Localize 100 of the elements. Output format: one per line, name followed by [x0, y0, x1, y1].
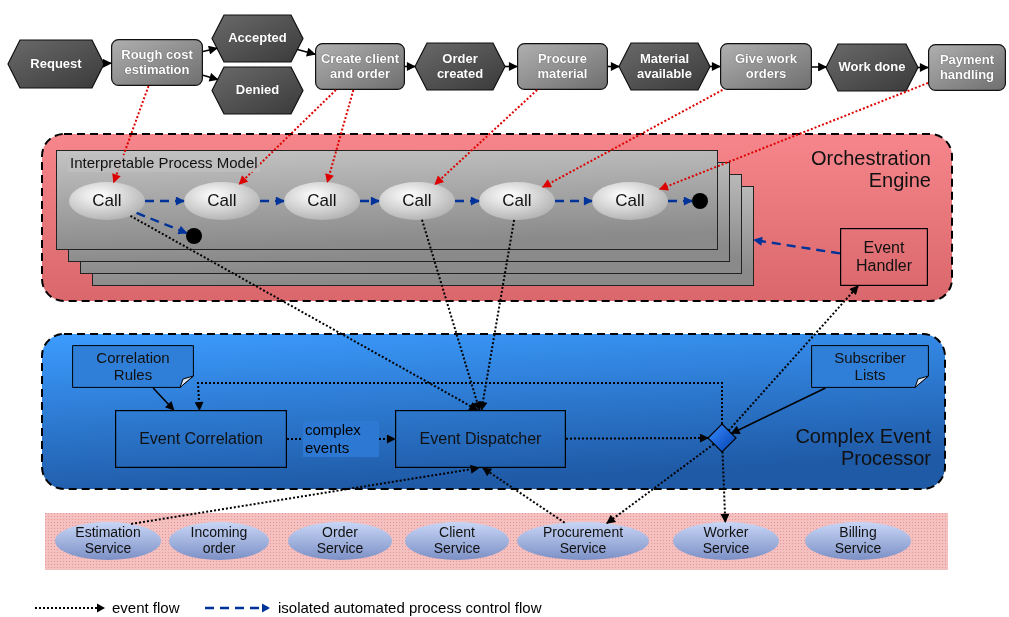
activity-box: [928, 44, 1006, 91]
component-box: [115, 410, 287, 468]
node-label: Call: [92, 191, 122, 211]
stacked-model-sheets: [56, 150, 754, 286]
activity-box: [720, 43, 812, 90]
processor-panel: [41, 333, 946, 490]
event-hexagon: [8, 40, 104, 88]
activity-box: [315, 43, 405, 90]
arrow: [753, 236, 841, 255]
event-hexagon: [415, 43, 505, 90]
service-ellipse: [517, 522, 649, 560]
node-label: Event Dispatcher: [419, 430, 542, 448]
node-label: Order created: [435, 51, 485, 82]
node-label: Worker Service: [701, 525, 751, 557]
node-label: Order Service: [315, 525, 365, 557]
node-label: Rough cost estimation: [120, 47, 194, 78]
node-label: Request: [30, 56, 82, 72]
node-label: Call: [307, 191, 337, 211]
arrow: [434, 89, 539, 186]
call-ellipse: [69, 182, 145, 220]
node-label: Material available: [636, 51, 693, 82]
call-ellipse: [284, 182, 360, 220]
arrow: [605, 442, 715, 525]
arrow: [130, 464, 480, 525]
engine-panel: [41, 133, 953, 302]
event-hexagon: [212, 67, 303, 114]
arrow: [455, 196, 480, 206]
arrow: [727, 285, 860, 432]
node-label: Complex Event Processor: [794, 425, 931, 470]
component-box: [840, 228, 928, 286]
node-label: Call: [402, 191, 432, 211]
service-ellipse: [288, 522, 392, 560]
node-label: Give work orders: [733, 51, 799, 82]
arrow: [421, 218, 482, 411]
event-hexagon: [619, 43, 710, 90]
arrow: [478, 218, 516, 411]
legend-label: isolated automated process control flow: [278, 599, 542, 616]
arrow: [325, 89, 355, 184]
event-hexagon: [826, 44, 918, 91]
arrow: [404, 62, 416, 71]
arrow: [152, 387, 175, 411]
node-label: Estimation Service: [74, 525, 142, 557]
call-ellipse: [184, 182, 260, 220]
activity-box: [517, 43, 608, 90]
arrow: [668, 196, 693, 206]
arrow: [238, 89, 337, 186]
document-shape: [72, 345, 194, 388]
node-label: Payment handling: [938, 52, 996, 83]
arrow: [129, 214, 479, 411]
arrow: [541, 89, 724, 189]
arrow: [202, 72, 219, 82]
node-label: Orchestration Engine: [809, 147, 931, 192]
arrow: [145, 196, 185, 206]
arrow: [360, 196, 380, 206]
node-label: Call: [502, 191, 532, 211]
legend-label: event flow: [112, 599, 180, 616]
node-label: Incoming order: [189, 525, 249, 557]
node-label: Work done: [838, 60, 906, 75]
document-shape: [811, 345, 929, 388]
node-label: Subscriber Lists: [833, 349, 907, 384]
node-label: Accepted: [228, 31, 287, 46]
call-ellipse: [479, 182, 555, 220]
arrow: [112, 85, 150, 184]
arrow: [555, 196, 593, 206]
arrow: [296, 47, 316, 57]
service-ellipse: [673, 522, 779, 560]
end-dot: [186, 228, 202, 244]
node-label: Event Handler: [855, 239, 913, 275]
end-dot: [692, 193, 708, 209]
call-ellipse: [379, 182, 455, 220]
arrow: [482, 467, 566, 524]
event-hexagon: [212, 15, 303, 62]
node-label: Call: [615, 191, 645, 211]
node-label: Procure material: [536, 51, 589, 82]
arrow: [136, 211, 188, 235]
arrow: [260, 196, 285, 206]
arrow: [504, 62, 518, 71]
node-label: Interpretable Process Model: [68, 155, 260, 172]
arrow: [720, 450, 730, 523]
node-label: Call: [207, 191, 237, 211]
arrow: [730, 387, 827, 435]
node-label: Billing Service: [833, 525, 883, 557]
service-ellipse: [55, 522, 161, 560]
service-ellipse: [405, 522, 509, 560]
decision-diamond: [708, 424, 736, 452]
arrow: [565, 433, 710, 443]
edge-label: complex events: [303, 421, 379, 457]
service-ellipse: [169, 522, 269, 560]
service-ellipse: [805, 522, 911, 560]
service-band: [45, 513, 948, 570]
node-label: Client Service: [432, 525, 482, 557]
node-label: Procurement Service: [541, 525, 625, 557]
arrow: [202, 45, 218, 55]
arrow: [811, 62, 828, 72]
node-label: Correlation Rules: [95, 349, 171, 384]
arrow: [658, 81, 929, 191]
node-label: Create client and order: [319, 51, 400, 82]
node-label: Event Correlation: [139, 430, 263, 448]
component-box: [395, 410, 566, 468]
call-ellipse: [592, 182, 668, 220]
